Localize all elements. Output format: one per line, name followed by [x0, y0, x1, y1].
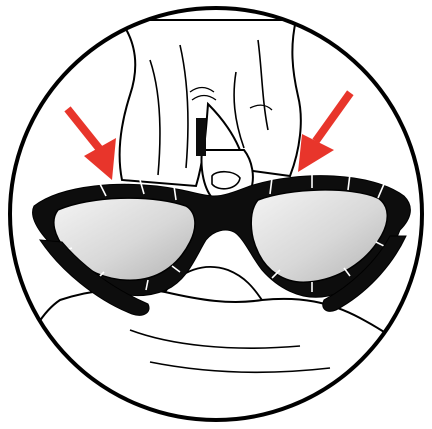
lower-hand — [20, 289, 430, 429]
thumbnail — [212, 172, 240, 189]
finger-gap — [196, 118, 206, 156]
left-press-arrow-icon — [70, 112, 116, 180]
right-press-arrow-icon — [298, 96, 348, 172]
